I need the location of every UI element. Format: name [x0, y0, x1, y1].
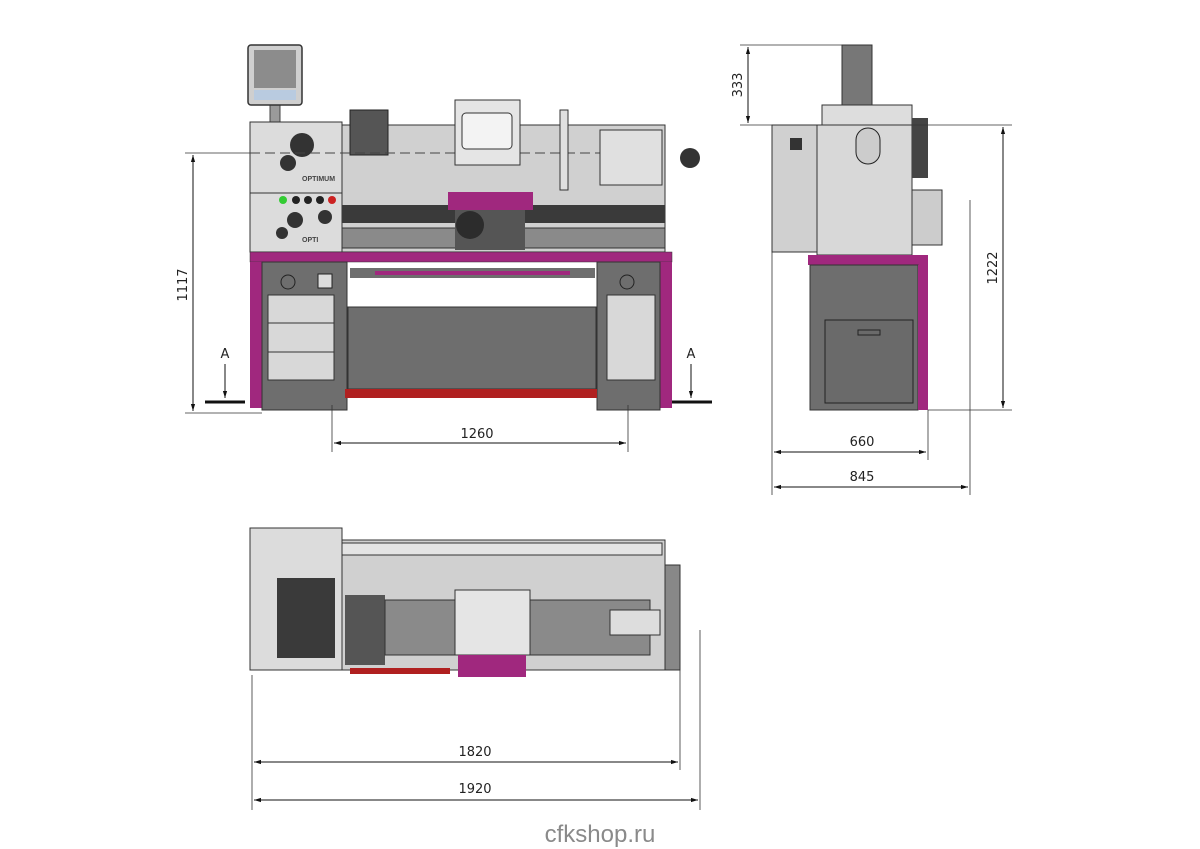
- dimension-label: 1117: [176, 268, 191, 301]
- front-view: OPTIMUM OPTI: [176, 44, 712, 452]
- dimension-label: 845: [850, 470, 875, 485]
- dimension-1820: 1820: [251, 670, 681, 810]
- dimension-label: 1260: [460, 427, 493, 442]
- headstock: OPTIMUM OPTI: [249, 121, 343, 253]
- dimension-label: 1820: [458, 745, 491, 760]
- dro-display: [247, 44, 303, 125]
- dimension-1260: 1260: [331, 405, 629, 452]
- section-label: A: [221, 347, 230, 362]
- dimension-1222: 1222: [912, 124, 1012, 411]
- dimension-1117: 1117: [176, 152, 262, 414]
- section-label: A: [687, 347, 696, 362]
- watermark: cfkshop.ru: [545, 821, 656, 848]
- machine-stand: [249, 251, 673, 411]
- brand-logo: OPTIMUM: [302, 176, 335, 183]
- top-view: 1820 1920: [249, 527, 701, 810]
- dimension-660: 660: [771, 252, 929, 495]
- dimension-label: 1920: [458, 782, 491, 797]
- dimension-333: 333: [731, 44, 842, 126]
- brand-logo-small: OPTI: [302, 237, 318, 244]
- dimension-label: 660: [850, 435, 875, 450]
- dimension-845: 845: [774, 200, 971, 495]
- dimension-label: 1222: [986, 251, 1001, 284]
- section-mark-a-left: A: [205, 347, 245, 404]
- side-view: 333 1222 660 845: [731, 44, 1012, 495]
- dimension-label: 333: [731, 73, 746, 98]
- lathe-bed: [250, 99, 700, 253]
- dimension-1920: 1920: [254, 630, 701, 810]
- section-mark-a-right: A: [672, 347, 712, 404]
